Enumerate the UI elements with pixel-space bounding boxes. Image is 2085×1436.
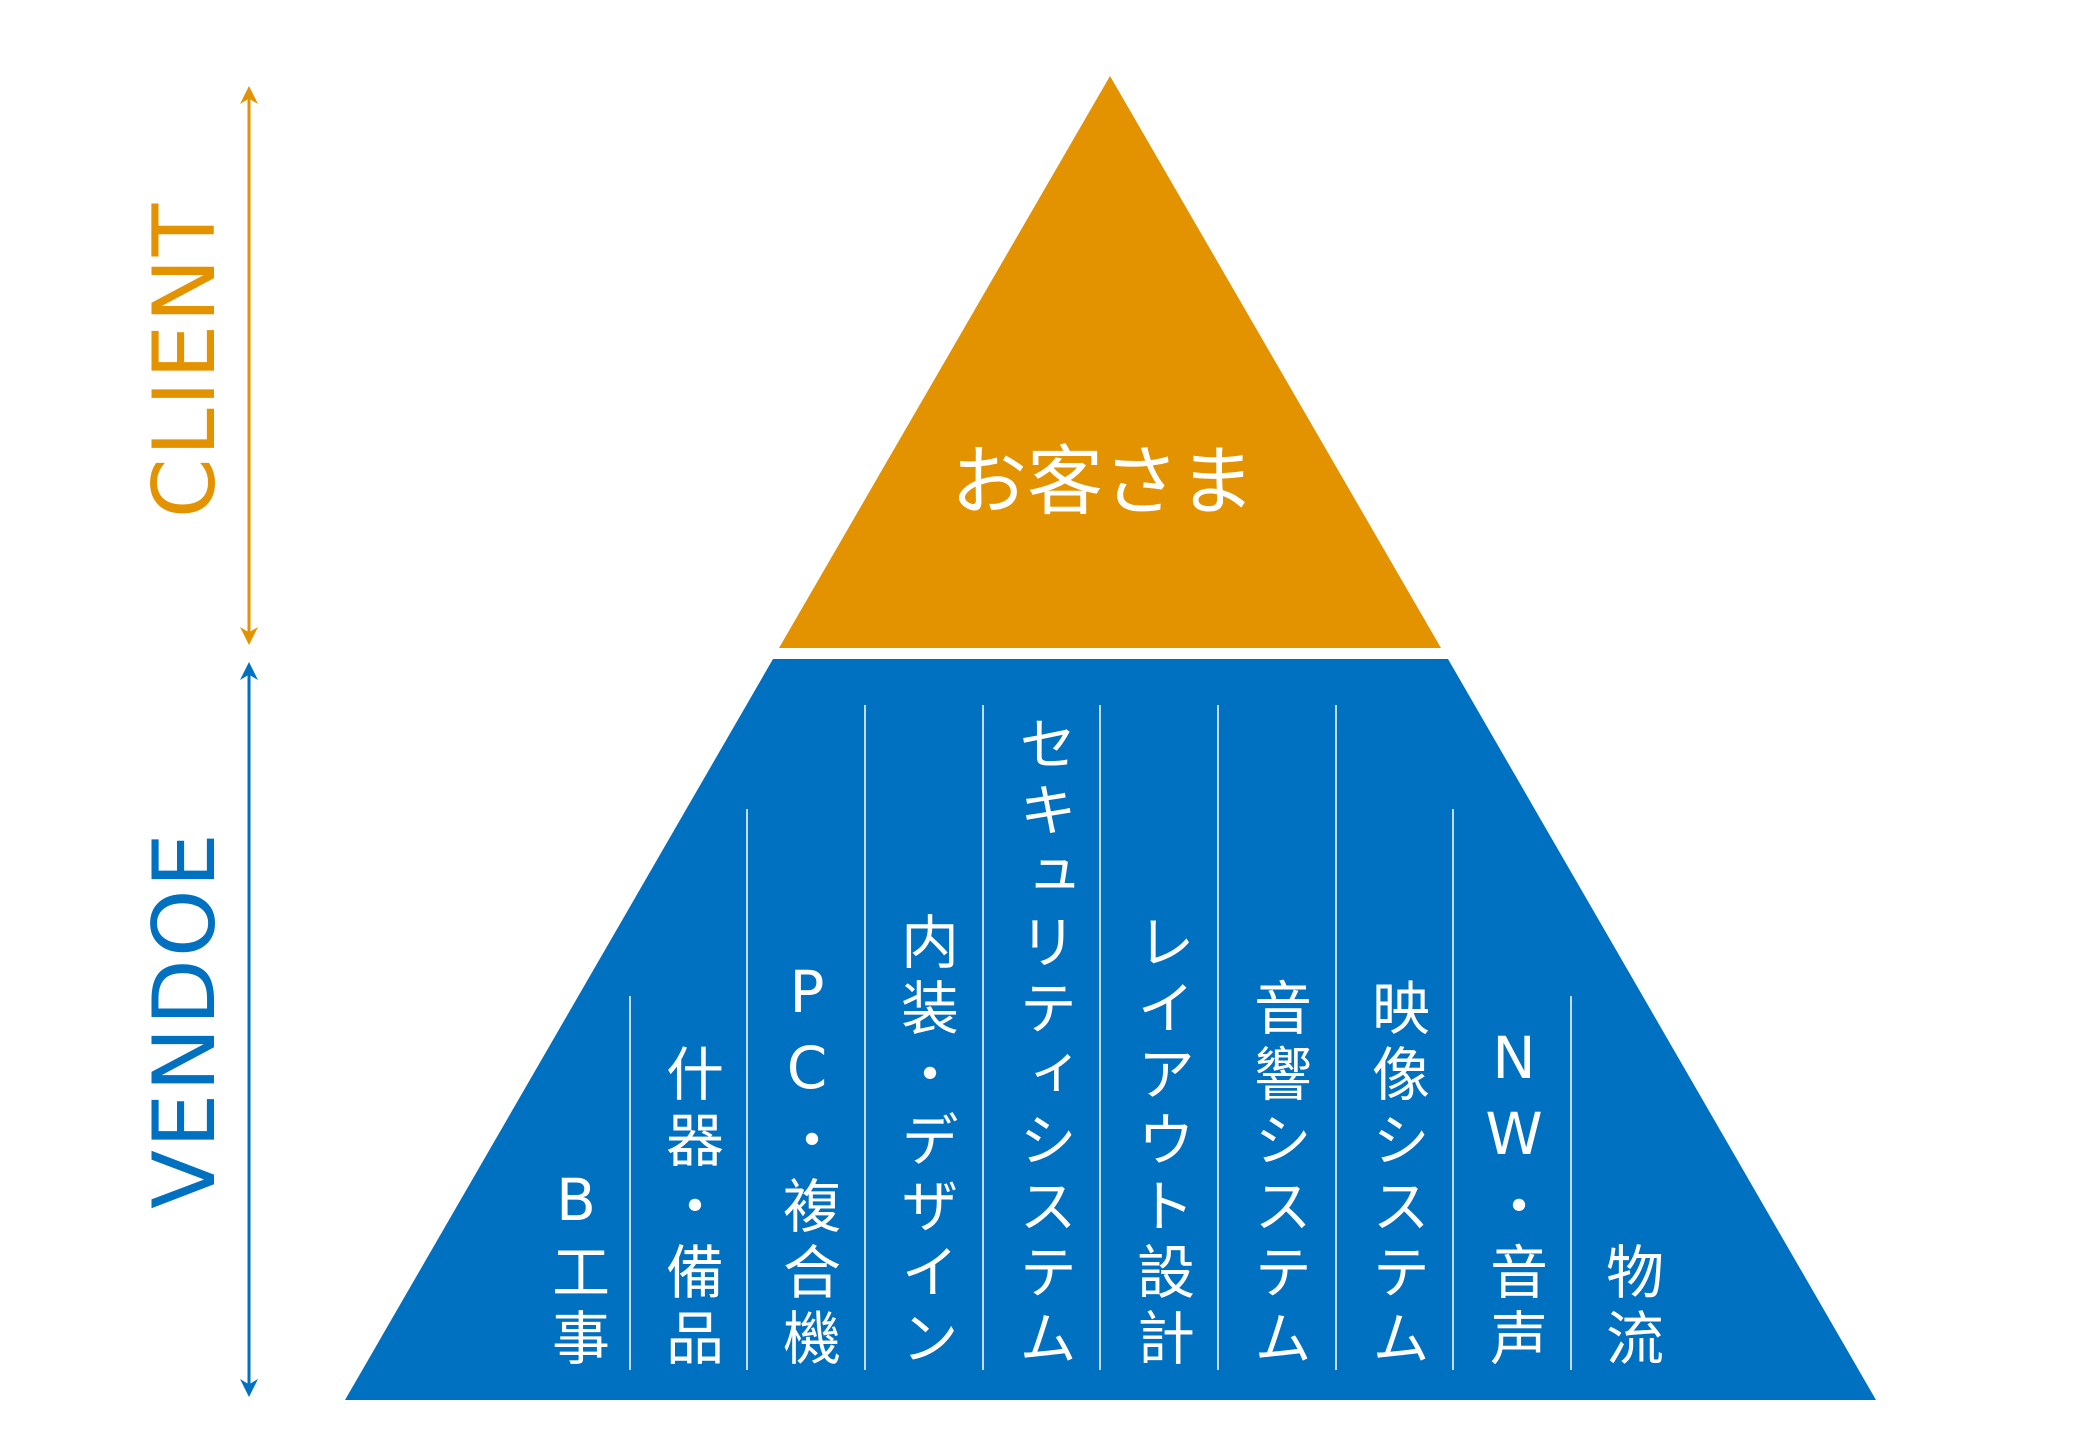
- vendor-column-logistics: 物流: [1596, 1242, 1664, 1374]
- vendor-trapezoid: [345, 659, 1876, 1400]
- column-dividers: [629, 705, 1572, 1370]
- vendor-column-layout: レイアウト設計: [1127, 912, 1195, 1374]
- vendor-column-security: セキュリティシステム: [1009, 714, 1077, 1374]
- vendor-axis-label: VENDOE: [135, 831, 235, 1209]
- vendor-column-interior-design: 内装・デザイン: [891, 912, 959, 1374]
- vendor-column-network-voice: NW・音声: [1480, 1024, 1548, 1374]
- vendor-column-audio: 音響システム: [1244, 978, 1312, 1374]
- vendor-column-furniture: 什器・備品: [656, 1044, 724, 1374]
- vendor-column-pc-copier: PC・複合機: [773, 958, 841, 1374]
- vendor-column-video: 映像システム: [1362, 978, 1430, 1374]
- client-label: お客さま: [951, 437, 1255, 526]
- client-axis-label: CLIENT: [135, 201, 235, 519]
- client-triangle: [779, 76, 1441, 648]
- vendor-column-b-construction: B工事: [542, 1166, 610, 1374]
